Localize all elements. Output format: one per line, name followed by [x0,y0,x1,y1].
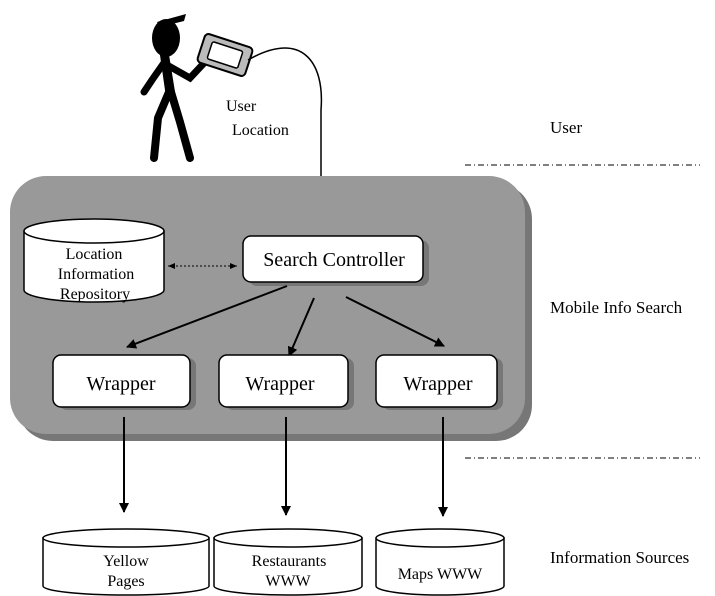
source-maps-www: Maps WWW [375,528,505,596]
layer-label-mobile-info-search: Mobile Info Search [550,298,683,317]
wrapper-3-label: Wrapper [403,373,472,395]
layer-label-user: User [550,118,582,137]
location-information-repository: Location Information Repository [23,218,165,303]
wrapper-2-label: Wrapper [245,373,314,395]
controller-to-wrapper-1-arrow [126,285,288,349]
user-figure [140,14,209,162]
controller-to-wrapper-2-arrow [287,297,315,357]
layer-label-information-sources: Information Sources [550,548,689,567]
wrapper-1: Wrapper [52,354,196,410]
user-location-label-line2: Location [232,122,289,139]
source-restaurants-www: Restaurants WWW [213,528,363,596]
user-location-arrow [247,47,326,207]
repository-label-line2: Information [58,266,134,283]
mobile-device-icon [196,33,254,77]
source-yellow-pages: Yellow Pages [42,528,210,596]
controller-to-wrapper-3-arrow [345,296,445,347]
source-1-label-line2: Pages [107,573,144,590]
user-location-label-line1: User [226,98,257,115]
repository-label-line3: Repository [60,286,130,303]
source-3-label-line1: Maps WWW [398,566,483,583]
wrapper-1-label: Wrapper [86,373,155,395]
wrapper-3: Wrapper [375,354,503,410]
search-controller-box [242,235,424,283]
wrapper-2: Wrapper [218,354,354,410]
search-controller-label: Search Controller [263,249,405,271]
repository-label-line1: Location [66,246,123,263]
source-2-label-line1: Restaurants [252,553,327,570]
source-2-label-line2: WWW [265,573,311,590]
source-1-label-line1: Yellow [103,553,149,570]
